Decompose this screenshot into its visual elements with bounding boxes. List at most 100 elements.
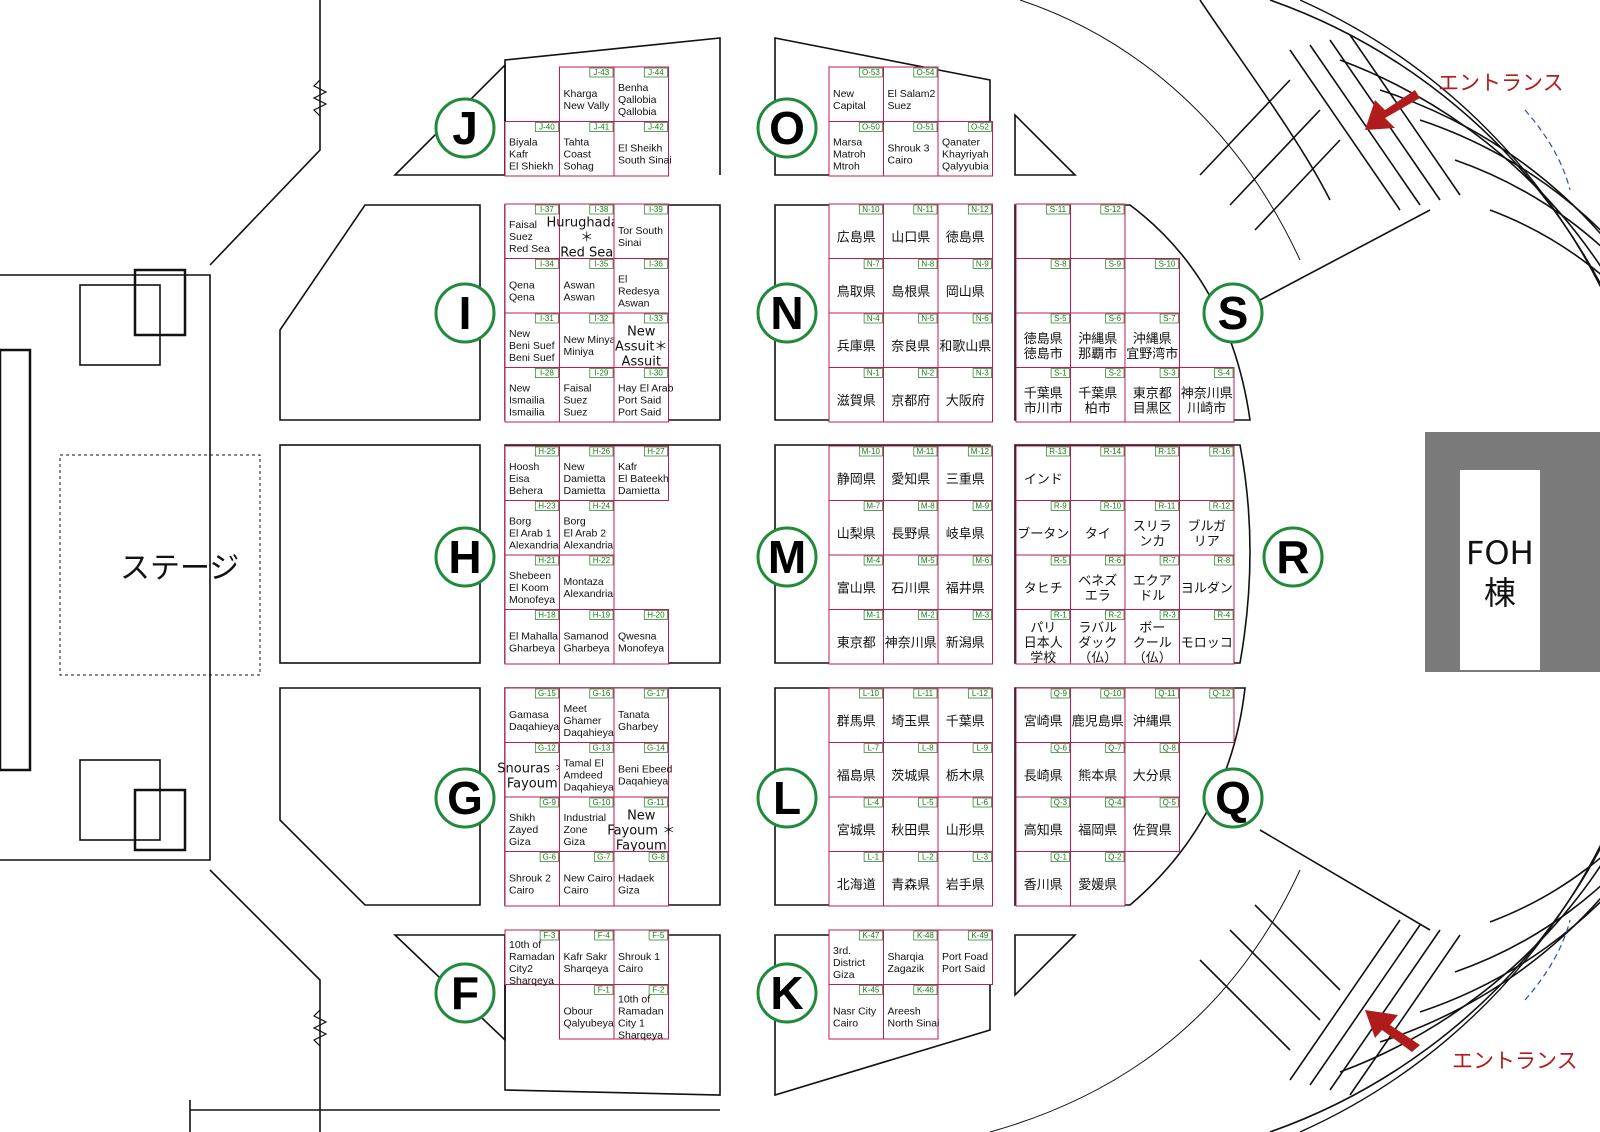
booth-r-14[interactable]: R-14 [1070, 445, 1126, 501]
booth-s-11[interactable]: S-11 [1015, 203, 1071, 259]
booth-s-9[interactable]: S-9 [1070, 258, 1126, 314]
booth-r-15[interactable]: R-15 [1124, 445, 1180, 501]
booth-r-16[interactable]: R-16 [1179, 445, 1235, 501]
booth-s-8[interactable]: S-8 [1015, 258, 1071, 314]
booth-q-12[interactable]: Q-12 [1179, 687, 1235, 743]
booth-s-10[interactable]: S-10 [1124, 258, 1180, 314]
